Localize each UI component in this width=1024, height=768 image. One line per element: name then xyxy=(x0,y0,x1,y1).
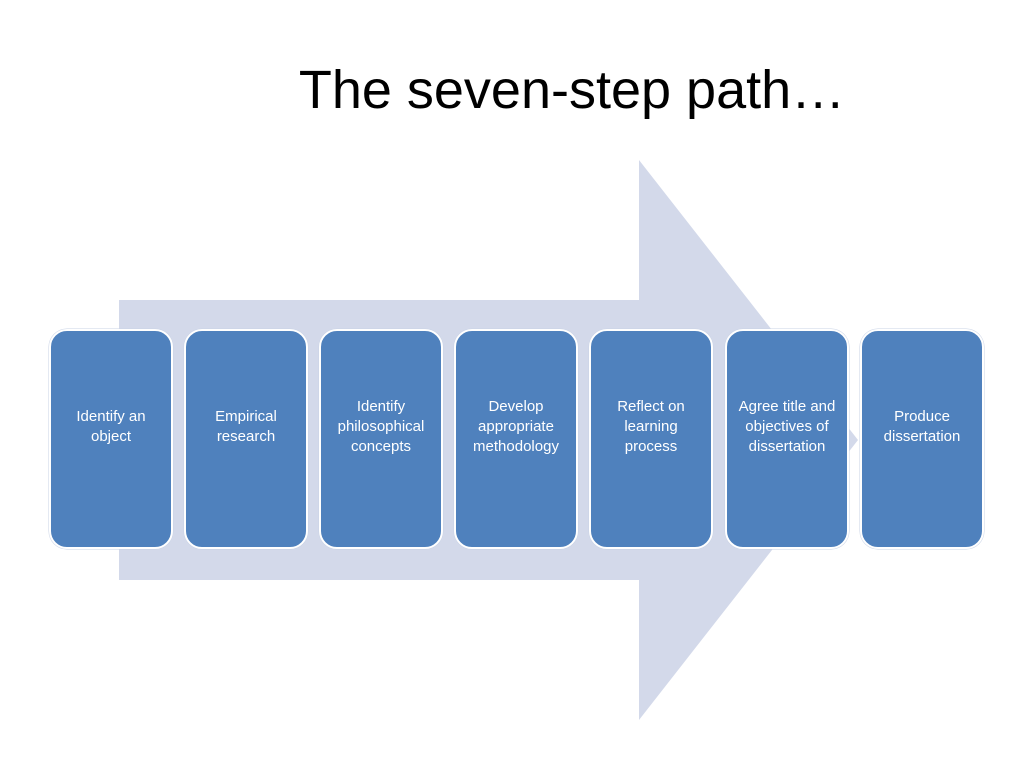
step-label-4: Develop appropriate methodology xyxy=(473,398,559,455)
step-label-2: Empirical research xyxy=(215,408,277,445)
step-label-7: Produce dissertation xyxy=(883,408,961,445)
step-box-3: Identify philosophical concepts xyxy=(319,329,443,549)
step-box-4: Develop appropriate methodology xyxy=(454,329,578,549)
slide-title: The seven-step path… xyxy=(298,60,846,120)
step-box-7: Produce dissertation xyxy=(860,329,984,549)
step-box-1: Identify an object xyxy=(49,329,173,549)
step-label-1: Identify an object xyxy=(76,408,146,445)
step-box-6: Agree title and objectives of dissertati… xyxy=(725,329,849,549)
step-box-2: Empirical research xyxy=(184,329,308,549)
step-label-6: Agree title and objectives of dissertati… xyxy=(738,398,836,455)
step-label-3: Identify philosophical concepts xyxy=(337,398,425,455)
step-box-5: Reflect on learning process xyxy=(589,329,713,549)
step-label-5: Reflect on learning process xyxy=(617,398,685,455)
